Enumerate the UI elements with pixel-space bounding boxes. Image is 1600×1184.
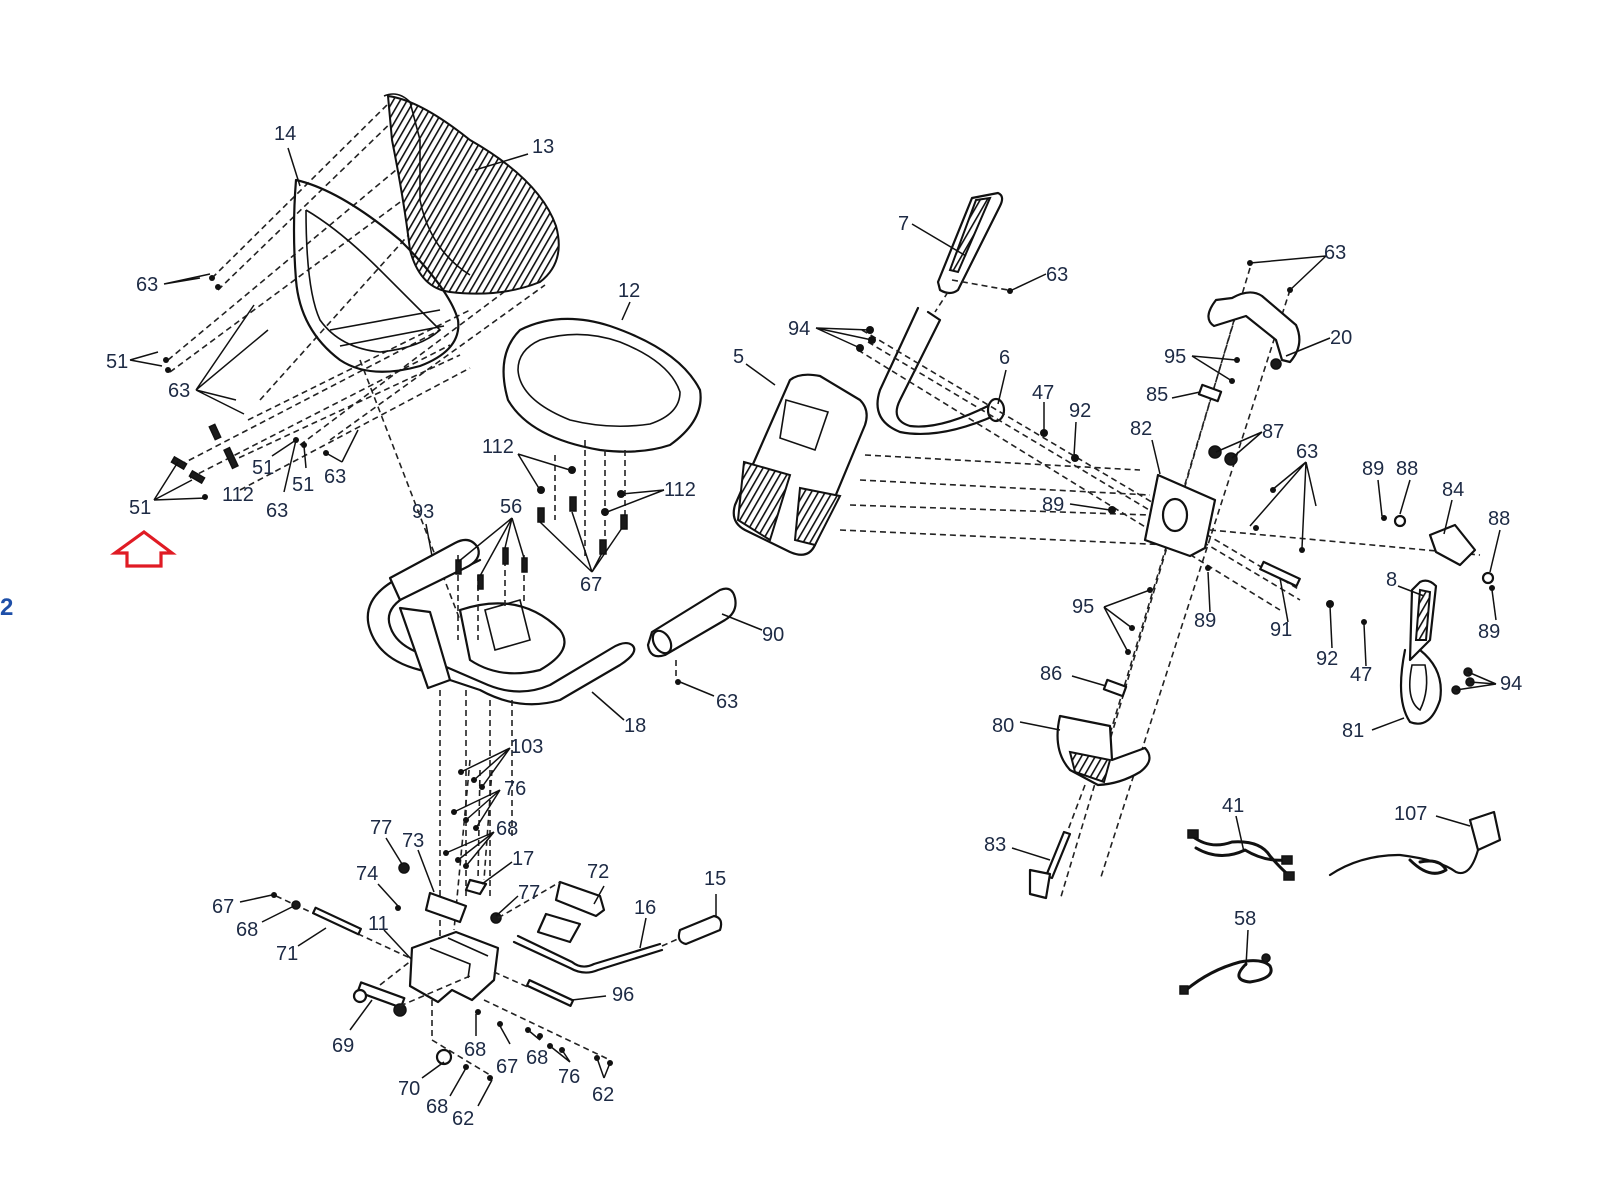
label-part-107: 107: [1394, 803, 1427, 825]
label-part-13: 13: [532, 136, 554, 158]
label-part-91: 91: [1270, 619, 1292, 641]
label-part-68: 68: [496, 818, 518, 840]
label-part-89: 89: [1042, 494, 1064, 516]
dashed-assembly-lines-seatback: [167, 99, 546, 621]
upright-assembly: [1028, 260, 1495, 901]
label-part-67: 67: [212, 896, 234, 918]
label-part-84: 84: [1442, 479, 1464, 501]
label-part-51: 51: [252, 457, 274, 479]
label-part-96: 96: [612, 984, 634, 1006]
label-part-82: 82: [1130, 418, 1152, 440]
label-part-14: 14: [274, 123, 296, 145]
label-part-89: 89: [1362, 458, 1384, 480]
label-part-94: 94: [788, 318, 810, 340]
label-part-63: 63: [136, 274, 158, 296]
label-part-67: 67: [580, 574, 602, 596]
edge-glyph: 2: [0, 594, 13, 621]
label-part-112: 112: [664, 479, 696, 501]
label-part-85: 85: [1146, 384, 1168, 406]
label-part-83: 83: [984, 834, 1006, 856]
label-part-89: 89: [1478, 621, 1500, 643]
label-part-6: 6: [999, 347, 1010, 369]
label-part-94: 94: [1500, 673, 1522, 695]
cables: [1179, 810, 1502, 995]
label-part-63: 63: [324, 466, 346, 488]
label-part-77: 77: [370, 817, 392, 839]
label-part-88: 88: [1396, 458, 1418, 480]
seat-frame: [292, 178, 460, 373]
seat-back-assembly: [163, 93, 560, 621]
label-part-70: 70: [398, 1078, 420, 1100]
label-part-69: 69: [332, 1035, 354, 1057]
label-part-63: 63: [1324, 242, 1346, 264]
label-part-68: 68: [236, 919, 258, 941]
part-labels: 2 14 13 63 51 63 51 51 63 112 63 51 12 1…: [0, 123, 1522, 1130]
label-part-80: 80: [992, 715, 1014, 737]
label-part-71: 71: [276, 943, 298, 965]
label-part-51: 51: [292, 474, 314, 496]
label-part-73: 73: [402, 830, 424, 852]
label-part-63: 63: [168, 380, 190, 402]
label-part-8: 8: [1386, 569, 1397, 591]
seat-rail-assembly: [366, 538, 737, 940]
label-part-76: 76: [504, 778, 526, 800]
label-part-90: 90: [762, 624, 784, 646]
label-part-12: 12: [618, 280, 640, 302]
label-part-95: 95: [1164, 346, 1186, 368]
label-part-63: 63: [1046, 264, 1068, 286]
label-part-63: 63: [1296, 441, 1318, 463]
label-part-58: 58: [1234, 908, 1256, 930]
label-part-74: 74: [356, 863, 378, 885]
label-part-68: 68: [526, 1047, 548, 1069]
label-part-11: 11: [368, 913, 389, 935]
label-part-62: 62: [592, 1084, 614, 1106]
label-part-81: 81: [1342, 720, 1364, 742]
label-part-95: 95: [1072, 596, 1094, 618]
label-part-16: 16: [634, 897, 656, 919]
label-part-92: 92: [1069, 400, 1091, 422]
label-part-88: 88: [1488, 508, 1510, 530]
label-part-41: 41: [1222, 795, 1244, 817]
label-part-68: 68: [426, 1096, 448, 1118]
label-part-17: 17: [512, 848, 534, 870]
label-part-68: 68: [464, 1039, 486, 1061]
label-part-56: 56: [500, 496, 522, 518]
label-part-92: 92: [1316, 648, 1338, 670]
label-part-18: 18: [624, 715, 646, 737]
label-part-67: 67: [496, 1056, 518, 1078]
label-part-15: 15: [704, 868, 726, 890]
label-part-86: 86: [1040, 663, 1062, 685]
label-part-112: 112: [222, 484, 254, 506]
label-part-47: 47: [1350, 664, 1372, 686]
label-part-62: 62: [452, 1108, 474, 1130]
label-part-63: 63: [266, 500, 288, 522]
red-up-arrow-icon: [110, 530, 177, 568]
label-part-7: 7: [898, 213, 909, 235]
label-part-112: 112: [482, 436, 514, 458]
label-part-51: 51: [106, 351, 128, 373]
label-part-87: 87: [1262, 421, 1284, 443]
seat-back-mesh: [386, 94, 560, 295]
label-part-51-highlighted: 51: [129, 497, 151, 519]
label-part-63: 63: [716, 691, 738, 713]
label-part-5: 5: [733, 346, 744, 368]
seat-cushion: [502, 317, 702, 560]
label-part-89: 89: [1194, 610, 1216, 632]
label-part-76: 76: [558, 1066, 580, 1088]
base-assembly: [271, 759, 723, 1081]
label-part-77: 77: [518, 882, 540, 904]
leader-lines: [129, 147, 1501, 1107]
label-part-72: 72: [587, 861, 609, 883]
label-part-20: 20: [1330, 327, 1352, 349]
label-part-47: 47: [1032, 382, 1054, 404]
console-assembly: [732, 191, 1301, 611]
label-part-103: 103: [510, 736, 543, 758]
label-part-93: 93: [412, 501, 434, 523]
